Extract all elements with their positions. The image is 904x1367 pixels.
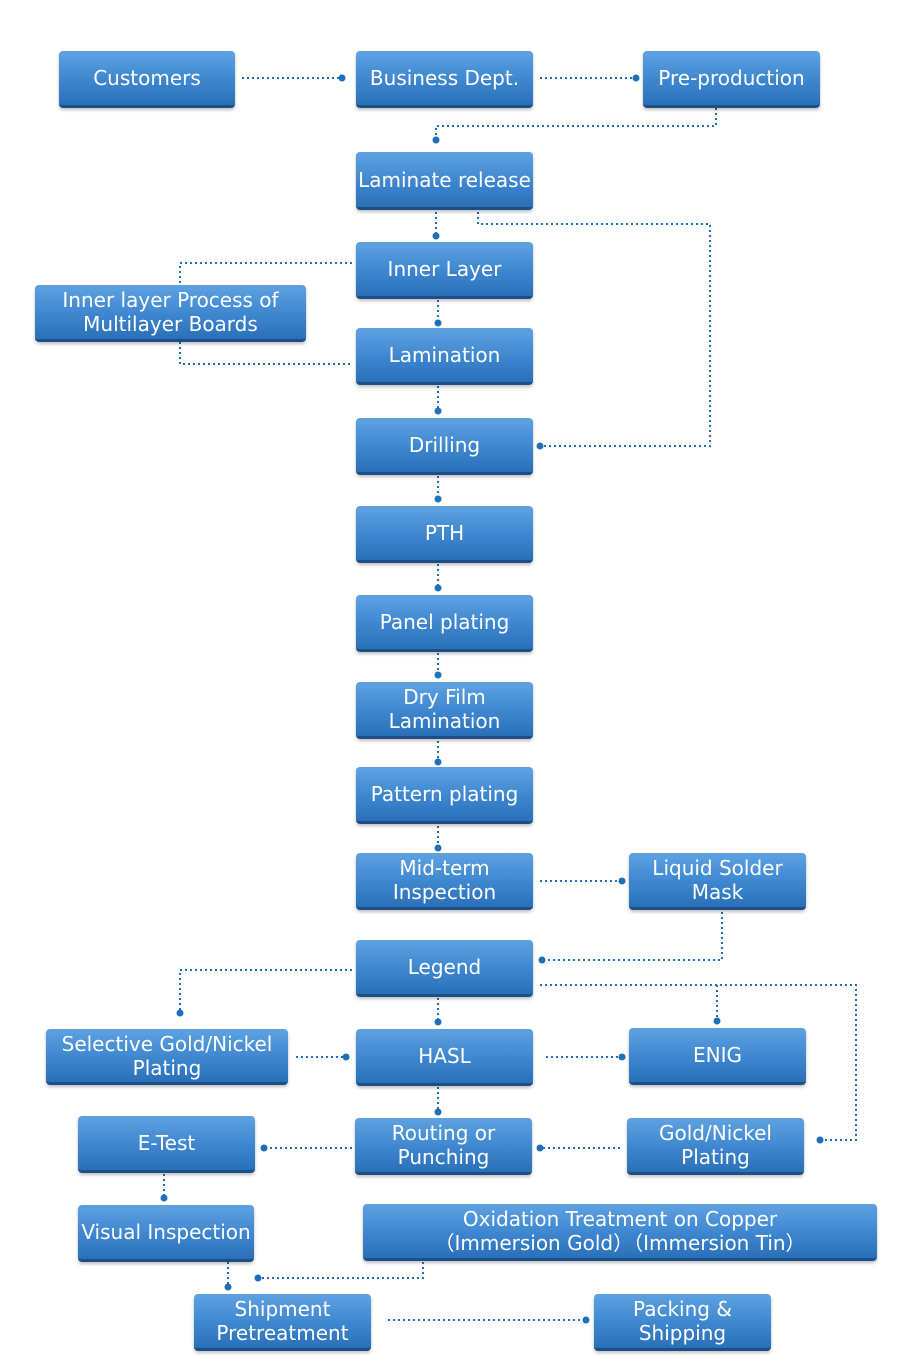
connector-dot [434, 319, 442, 327]
mid-term-box: Mid-term Inspection [356, 853, 533, 910]
liquid-solder-box: Liquid Solder Mask [629, 853, 806, 910]
hasl-box: HASL [356, 1029, 533, 1086]
inner-layer-process-box: Inner layer Process of Multilayer Boards [35, 285, 306, 342]
hasl-label: HASL [418, 1044, 471, 1068]
connector-dot [618, 877, 626, 885]
connector-laminate-drilling [477, 212, 711, 447]
oxidation-box: Oxidation Treatment on Copper （Immersion… [363, 1204, 877, 1261]
connector-dot [536, 1144, 544, 1152]
panel-plating-box: Panel plating [356, 595, 533, 652]
dry-film-label: Dry Film Lamination [388, 685, 501, 733]
connector-legend-selective [179, 969, 352, 1011]
connector-dot [434, 1018, 442, 1026]
legend-label: Legend [407, 955, 482, 979]
connector-solder-legend [544, 912, 723, 961]
lamination-label: Lamination [388, 343, 501, 367]
e-test-label: E-Test [137, 1131, 196, 1155]
connector-dot [342, 1053, 350, 1061]
connector-dot [434, 584, 442, 592]
drilling-box: Drilling [356, 418, 533, 475]
connector-dot [338, 74, 346, 82]
gold-nickel-label: Gold/Nickel Plating [659, 1121, 772, 1169]
connector-dot [224, 1283, 232, 1291]
pattern-plating-label: Pattern plating [370, 782, 519, 806]
connector-dot [434, 671, 442, 679]
shipment-pretreatment-box: Shipment Pretreatment [194, 1294, 371, 1351]
e-test-box: E-Test [78, 1116, 255, 1173]
business-dept-label: Business Dept. [369, 66, 520, 90]
connector-preproduction-laminate [435, 108, 717, 137]
connector-process-lamination [179, 342, 352, 365]
inner-layer-box: Inner Layer [356, 242, 533, 299]
selective-gold-box: Selective Gold/Nickel Plating [46, 1029, 288, 1085]
liquid-solder-label: Liquid Solder Mask [652, 856, 783, 904]
connector-dot [176, 1009, 184, 1017]
connector-dot [582, 1316, 590, 1324]
drilling-label: Drilling [408, 433, 481, 457]
dry-film-box: Dry Film Lamination [356, 682, 533, 739]
visual-inspection-label: Visual Inspection [81, 1220, 251, 1244]
inner-layer-label: Inner Layer [387, 257, 502, 281]
packing-label: Packing & Shipping [633, 1297, 732, 1345]
connector-dot [434, 844, 442, 852]
inner-layer-process-label: Inner layer Process of Multilayer Boards [62, 288, 279, 336]
connector-dot [434, 407, 442, 415]
connector-dot [632, 74, 640, 82]
connector-dot [816, 1136, 824, 1144]
laminate-release-label: Laminate release [358, 167, 531, 192]
connector-dot [432, 136, 440, 144]
pattern-plating-box: Pattern plating [356, 767, 533, 824]
connector-dot [618, 1053, 626, 1061]
pth-label: PTH [424, 521, 465, 545]
connector-dot [434, 758, 442, 766]
routing-box: Routing or Punching [355, 1118, 532, 1175]
connector-dot [260, 1144, 268, 1152]
connector-dot [434, 1108, 442, 1116]
business-dept-box: Business Dept. [356, 51, 533, 108]
routing-label: Routing or Punching [391, 1121, 496, 1169]
packing-box: Packing & Shipping [594, 1294, 771, 1351]
laminate-release-box: Laminate release [356, 152, 533, 210]
shipment-pretreatment-label: Shipment Pretreatment [216, 1297, 349, 1345]
pre-production-box: Pre-production [643, 51, 820, 108]
connector-oxidation-shipment [258, 1262, 424, 1279]
enig-label: ENIG [693, 1043, 742, 1067]
pre-production-label: Pre-production [658, 66, 805, 90]
connector-inner-process [179, 262, 352, 283]
mid-term-label: Mid-term Inspection [392, 856, 497, 904]
gold-nickel-box: Gold/Nickel Plating [627, 1118, 804, 1175]
connector-dot [713, 1017, 721, 1025]
oxidation-label: Oxidation Treatment on Copper （Immersion… [434, 1207, 806, 1255]
connector-dot [254, 1274, 262, 1282]
pth-box: PTH [356, 506, 533, 563]
connector-dot [432, 232, 440, 240]
visual-inspection-box: Visual Inspection [78, 1205, 254, 1262]
connector-dot [536, 442, 544, 450]
connector-dot [538, 956, 546, 964]
panel-plating-label: Panel plating [379, 610, 510, 634]
enig-box: ENIG [629, 1028, 806, 1085]
selective-gold-label: Selective Gold/Nickel Plating [61, 1031, 273, 1080]
customers-label: Customers [93, 66, 201, 90]
connector-dot [434, 495, 442, 503]
connector-dot [160, 1194, 168, 1202]
legend-box: Legend [356, 940, 533, 997]
lamination-box: Lamination [356, 328, 533, 385]
customers-box: Customers [59, 51, 235, 108]
